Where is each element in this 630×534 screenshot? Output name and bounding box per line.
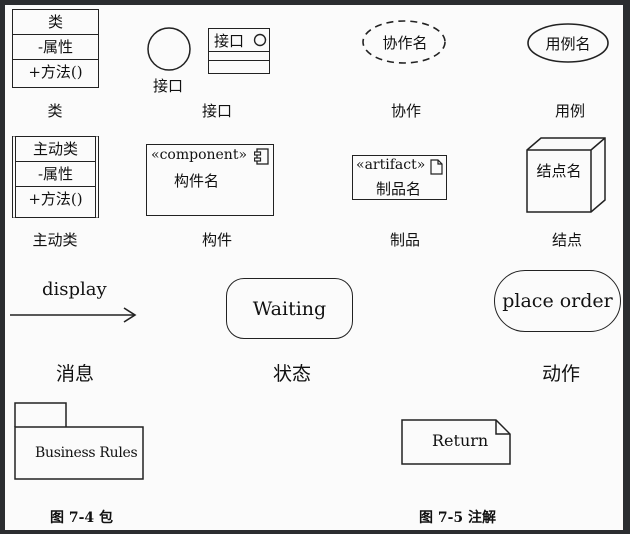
class-box: 类 -属性 +方法(): [12, 9, 99, 88]
class-name: 类: [47, 13, 63, 31]
note-shape: [401, 419, 511, 465]
active-class-method: +方法(): [16, 186, 95, 211]
node-cube: [526, 137, 606, 213]
figure-caption-7-5: 图 7-5 注解: [419, 510, 497, 526]
document-icon: [430, 159, 443, 175]
action-name: place order: [502, 290, 613, 312]
collaboration-name: 协作名: [382, 34, 428, 52]
artifact-box: «artifact» 制品名: [352, 155, 447, 200]
package-shape: [14, 402, 144, 480]
component-name: 构件名: [174, 172, 220, 190]
state-box: Waiting: [226, 278, 353, 339]
class-method: +方法(): [13, 59, 98, 84]
note-text: Return: [432, 431, 489, 450]
usecase-ellipse: [527, 23, 609, 63]
active-class-name: 主动类: [32, 140, 78, 158]
node-name: 结点名: [536, 162, 582, 180]
action-box: place order: [494, 270, 621, 332]
interface-box: 接口: [208, 28, 270, 74]
component-stereotype: «component»: [151, 147, 248, 163]
caption-artifact: 制品: [389, 231, 421, 249]
message-arrow: [10, 307, 137, 323]
artifact-name: 制品名: [376, 180, 422, 198]
state-name: Waiting: [252, 297, 327, 320]
caption-usecase: 用例: [554, 102, 586, 120]
caption-class: 类: [47, 102, 63, 120]
caption-collaboration: 协作: [390, 102, 422, 120]
interface-lollipop-label: 接口: [153, 77, 184, 95]
component-icon: [254, 148, 269, 165]
active-class-box: 主动类 -属性 +方法(): [12, 136, 99, 218]
component-box: «component» 构件名: [146, 144, 274, 216]
caption-state: 状态: [272, 363, 312, 385]
uml-notation-sheet: 类 -属性 +方法() 类 接口 接口 接口 协作名 协作 用例名 用例 主动类…: [5, 5, 623, 530]
package-name: Business Rules: [35, 445, 138, 461]
interface-box-name: 接口: [214, 32, 245, 50]
interface-circle-icon: [253, 33, 267, 47]
class-attribute: -属性: [13, 34, 98, 59]
active-class-attribute: -属性: [16, 161, 95, 186]
caption-action: 动作: [541, 363, 581, 385]
collaboration-ellipse: [362, 20, 446, 64]
caption-message: 消息: [55, 363, 95, 385]
caption-component: 构件: [201, 231, 233, 249]
caption-active-class: 主动类: [32, 231, 78, 249]
message-label: display: [42, 279, 107, 300]
usecase-name: 用例名: [545, 35, 591, 53]
caption-interface: 接口: [201, 102, 233, 120]
interface-lollipop-icon: [147, 27, 191, 71]
caption-node: 结点: [551, 231, 583, 249]
artifact-stereotype: «artifact»: [356, 157, 426, 173]
figure-caption-7-4: 图 7-4 包: [50, 510, 114, 526]
